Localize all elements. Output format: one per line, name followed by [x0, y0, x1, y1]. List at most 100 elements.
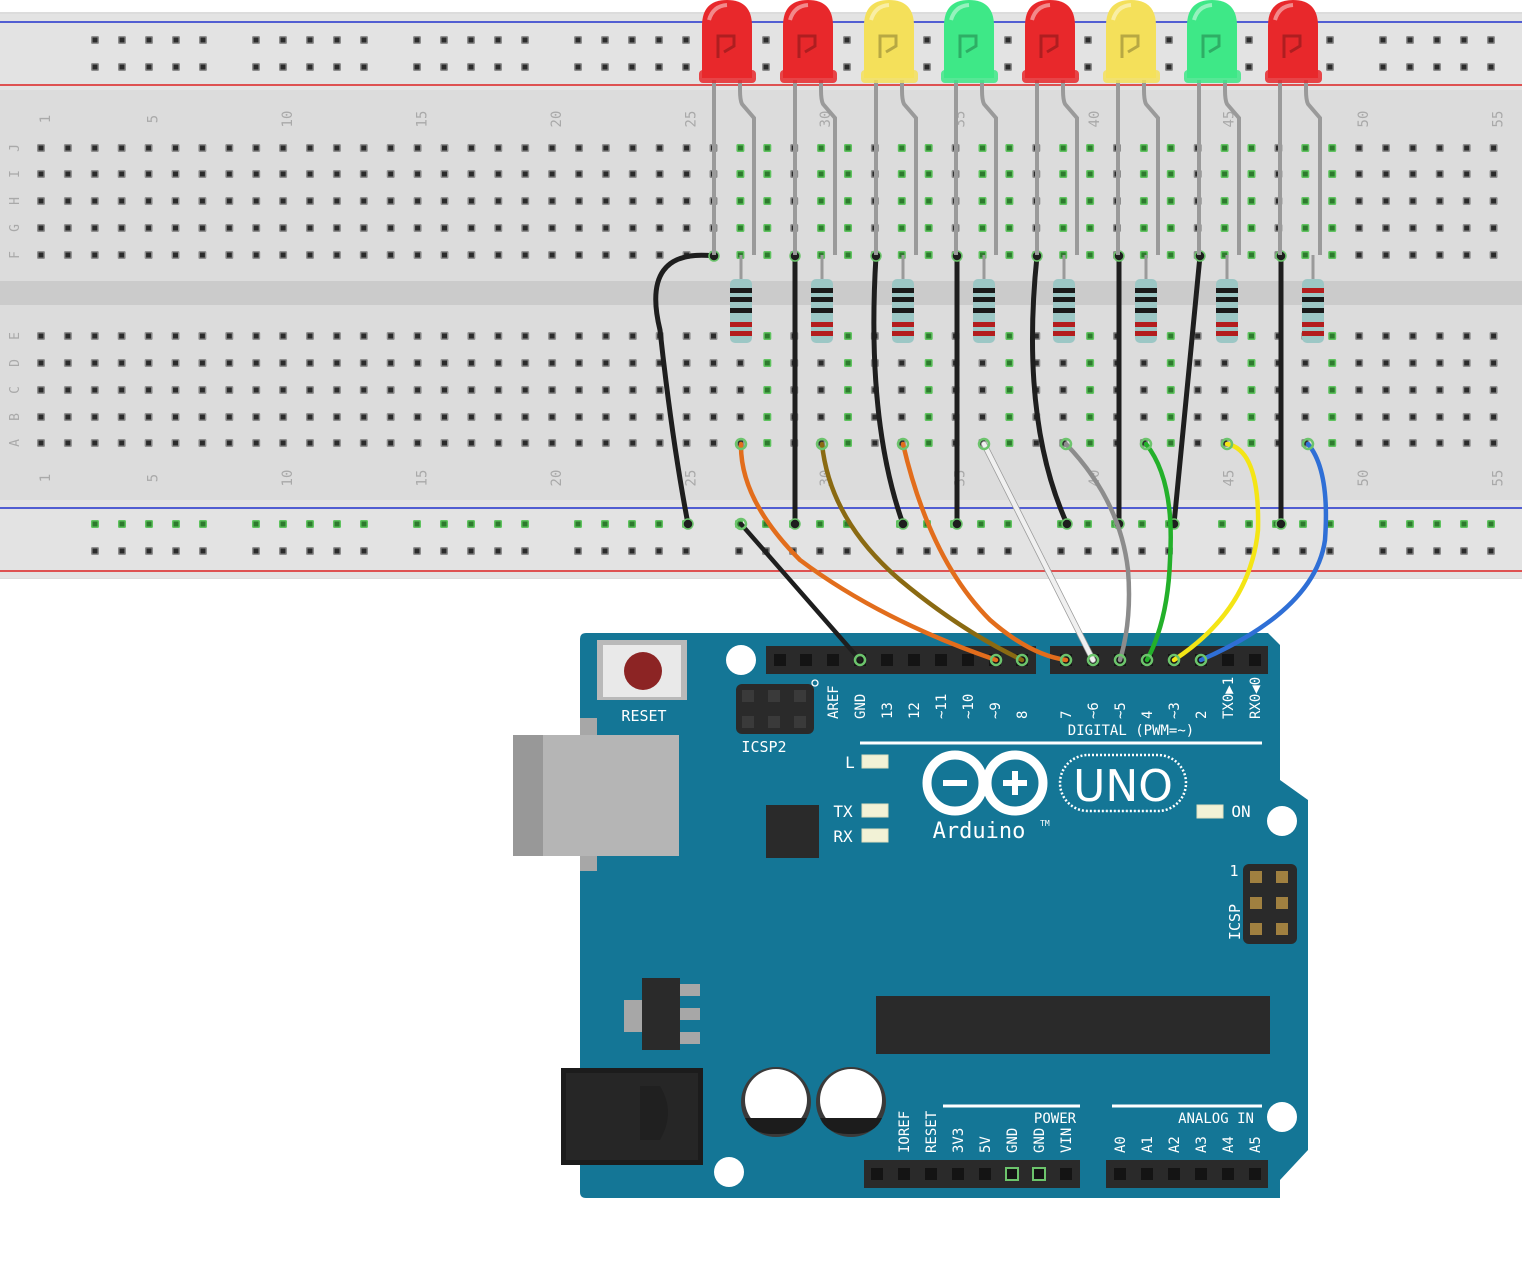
reset-button[interactable]: [597, 640, 687, 700]
led-leg: [819, 80, 837, 255]
breadboard-hole-center: [146, 64, 152, 70]
digital-pin-label: TX0▶1: [1221, 677, 1237, 719]
breadboard-hole-center: [924, 64, 930, 70]
led-leg: [980, 80, 998, 255]
breadboard-hole-center: [442, 387, 447, 393]
breadboard-hole-center: [253, 37, 259, 43]
breadboard-hole-center: [1168, 414, 1174, 420]
breadboard-hole-center: [522, 198, 528, 204]
breadboard-hole-center: [1087, 225, 1093, 231]
breadboard-hole-center: [657, 387, 663, 393]
breadboard-hole-center: [495, 333, 501, 339]
breadboard-hole-center: [711, 360, 716, 366]
breadboard-hole-center: [1356, 252, 1362, 258]
power-pin-label: IOREF: [897, 1111, 913, 1153]
led-highlight: [1111, 3, 1132, 21]
breadboard-hole-center: [1437, 360, 1443, 366]
breadboard-hole-center: [1356, 225, 1362, 231]
breadboard-hole-center: [818, 171, 824, 177]
breadboard-hole-center: [1168, 198, 1174, 204]
breadboard-hole-center: [1087, 360, 1093, 366]
breadboard-hole-center: [845, 387, 851, 393]
breadboard-hole-center: [522, 414, 528, 420]
breadboard-hole-center: [1246, 521, 1252, 527]
breadboard-hole-center: [415, 225, 421, 231]
breadboard-hole-center: [38, 387, 44, 393]
breadboard-hole-center: [441, 548, 447, 554]
breadboard-hole-center: [415, 171, 421, 177]
breadboard-hole-center: [199, 387, 205, 393]
breadboard-hole-center: [1168, 360, 1174, 366]
resistor-band: [1053, 322, 1075, 327]
breadboard-hole-center: [414, 548, 420, 554]
breadboard-hole-center: [173, 225, 178, 231]
breadboard-hole-center: [817, 521, 823, 527]
breadboard-hole-center: [38, 440, 44, 446]
breadboard-hole-center: [1329, 198, 1335, 204]
analog-pin-label: A1: [1140, 1136, 1156, 1153]
breadboard-hole-center: [1060, 360, 1066, 366]
breadboard-hole-center: [388, 387, 394, 393]
breadboard-hole-center: [415, 333, 421, 339]
breadboard-hole-center: [845, 440, 851, 446]
row-letter: A: [8, 439, 23, 447]
breadboard-hole-center: [65, 387, 71, 393]
breadboard-hole-center: [1464, 225, 1470, 231]
led-dome: [1268, 0, 1318, 78]
breadboard-hole-center: [549, 145, 555, 151]
breadboard-hole-center: [1437, 333, 1443, 339]
breadboard-hole-center: [764, 360, 770, 366]
resistor-band: [1302, 297, 1324, 302]
breadboard-hole-center: [361, 440, 367, 446]
breadboard-hole-center: [442, 198, 447, 204]
digital-pin-label: RX0◀0: [1248, 677, 1264, 719]
resistor-band: [973, 297, 995, 302]
resistor-band: [1053, 308, 1075, 313]
breadboard-hole-center: [1356, 145, 1362, 151]
breadboard-hole-center: [899, 360, 905, 366]
wire-end: [734, 437, 748, 451]
resistor: [730, 279, 752, 343]
breadboard-hole-center: [684, 198, 690, 204]
signal-wire-~5: [1063, 441, 1132, 663]
breadboard-hole-center: [1437, 198, 1443, 204]
voltage-regulator: [624, 978, 700, 1050]
breadboard-hole-center: [818, 387, 824, 393]
digital-header-2: [1050, 646, 1268, 674]
breadboard-hole-center: [1464, 198, 1470, 204]
breadboard-hole-center: [442, 145, 447, 151]
breadboard-hole-center: [602, 521, 608, 527]
breadboard-hole-center: [92, 333, 98, 339]
breadboard-hole-center: [495, 252, 501, 258]
breadboard-hole-center: [1488, 521, 1494, 527]
breadboard-hole-center: [1407, 37, 1413, 43]
breadboard-hole-center: [1222, 198, 1228, 204]
breadboard-hole-center: [1410, 171, 1416, 177]
breadboard-hole-center: [226, 414, 232, 420]
resistor-band: [892, 308, 914, 313]
breadboard-hole-center: [630, 414, 636, 420]
breadboard-hole-center: [844, 548, 850, 554]
column-number-bottom: 10: [280, 470, 296, 487]
header-socket: [800, 654, 812, 666]
breadboard-hole-center: [522, 252, 528, 258]
breadboard-hole-center: [1006, 145, 1012, 151]
icsp-header: [1243, 864, 1297, 944]
breadboard-hole-center: [1060, 171, 1066, 177]
breadboard-hole-center: [1410, 387, 1416, 393]
breadboard-hole-center: [899, 171, 905, 177]
led-on-label: ON: [1231, 802, 1250, 821]
breadboard-hole-center: [818, 198, 824, 204]
breadboard-hole-center: [361, 333, 367, 339]
breadboard-hole-center: [1434, 37, 1440, 43]
breadboard-hole-center: [1249, 145, 1254, 151]
ground-jumpers: [653, 250, 1287, 530]
breadboard-hole-center: [522, 37, 528, 43]
mounting-hole: [1267, 1102, 1297, 1132]
breadboard-hole-center: [468, 521, 474, 527]
breadboard-hole-center: [657, 414, 663, 420]
breadboard-hole-center: [575, 548, 581, 554]
breadboard-hole-center: [415, 145, 421, 151]
breadboard-hole-center: [280, 64, 286, 70]
breadboard-hole-center: [549, 387, 555, 393]
